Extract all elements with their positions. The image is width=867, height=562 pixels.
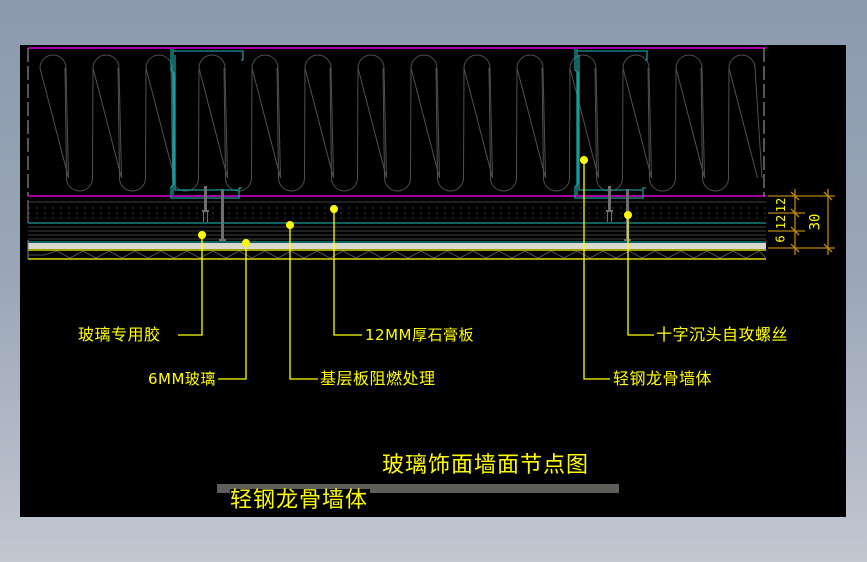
screw-icon [202, 186, 631, 241]
insulation-pattern [39, 54, 763, 192]
steel-stud-right [574, 49, 648, 199]
callout-glass-adhesive: 玻璃专用胶 [78, 325, 161, 344]
leader-lines [178, 160, 654, 380]
drawing-subtitle: 轻钢龙骨墙体 [230, 488, 371, 513]
section-detail-drawing [27, 47, 835, 380]
dimension-lines [768, 189, 835, 255]
base-board-layer [28, 226, 766, 243]
leader-dots [198, 156, 632, 247]
title-underline [217, 484, 619, 493]
callout-glass-6mm: 6MM玻璃 [148, 370, 216, 388]
callout-base-board: 基层板阻燃处理 [320, 369, 436, 388]
dim-total: 30 [807, 213, 824, 231]
steel-stud-left [170, 49, 244, 199]
glass-layer [27, 200, 767, 260]
dim-glass: 6 [773, 235, 788, 243]
callout-steel-stud-wall: 轻钢龙骨墙体 [613, 369, 713, 388]
cad-drawing-canvas: 12 12 6 30 玻璃专用胶 6MM玻璃 基层板阻燃处理 12MM厚石膏板 … [20, 45, 846, 517]
dim-base-board: 12 [774, 214, 789, 230]
drawing-title: 玻璃饰面墙面节点图 [382, 453, 590, 478]
dim-gypsum: 12 [774, 197, 789, 213]
callout-gypsum-12mm: 12MM厚石膏板 [365, 326, 474, 344]
callout-cross-screw: 十字沉头自攻螺丝 [656, 325, 789, 344]
wall-outline [27, 47, 766, 197]
gypsum-board-layer [28, 201, 766, 224]
